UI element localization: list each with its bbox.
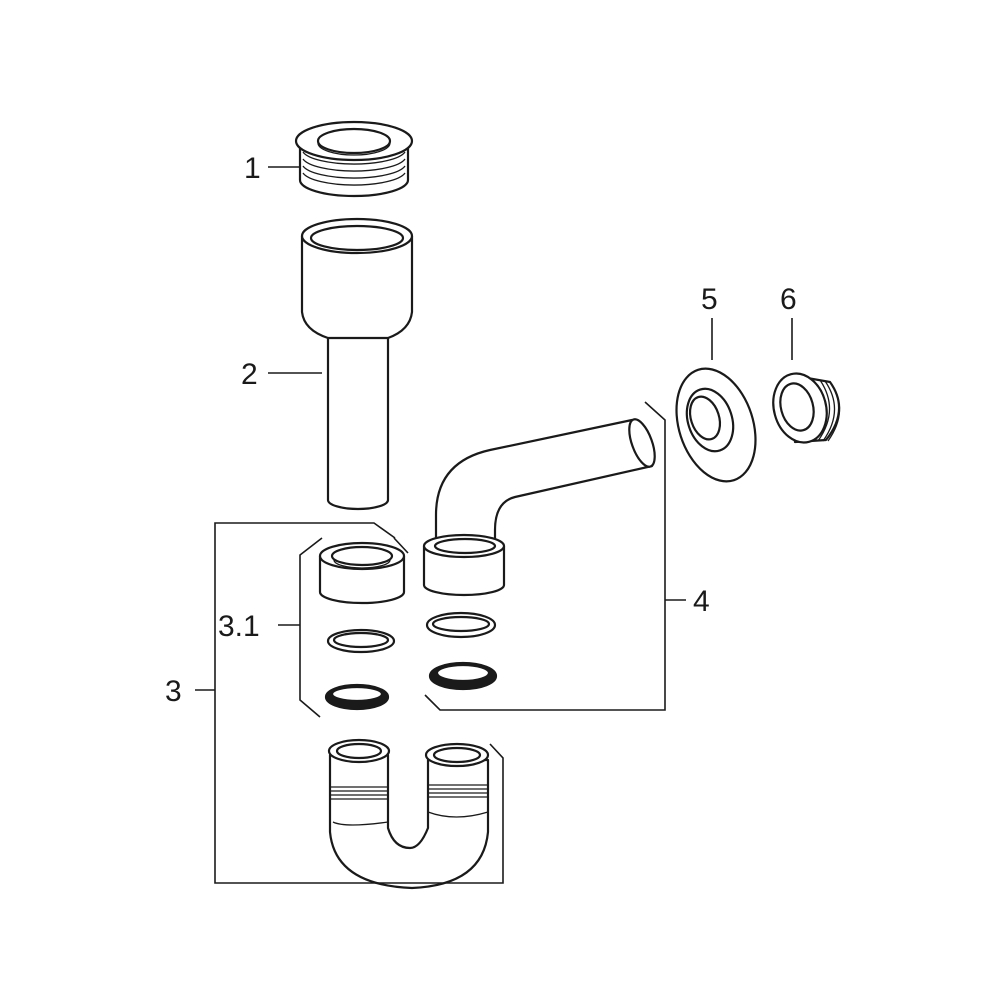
part-2-tail-pipe [300,217,414,511]
part-3-1-rubber-seal [324,683,390,711]
part-4-bend-pipe [422,418,656,597]
label-1: 1 [244,152,261,185]
part-5-wall-rosette [675,367,757,483]
callout-lines [195,166,793,884]
label-6: 6 [780,283,797,316]
label-3: 3 [165,675,182,708]
part-3-u-bend [327,738,490,890]
label-4: 4 [693,585,710,618]
part-6-wall-connector [772,372,841,444]
label-3-1: 3.1 [218,610,260,643]
part-4-rubber-seal [428,661,498,691]
label-2: 2 [241,358,258,391]
part-3-1-flat-washer [326,628,396,654]
part-3-1-nut [318,541,406,605]
part-4-flat-washer [425,611,497,639]
label-5: 5 [701,283,718,316]
part-1-threaded-ring [294,120,414,198]
